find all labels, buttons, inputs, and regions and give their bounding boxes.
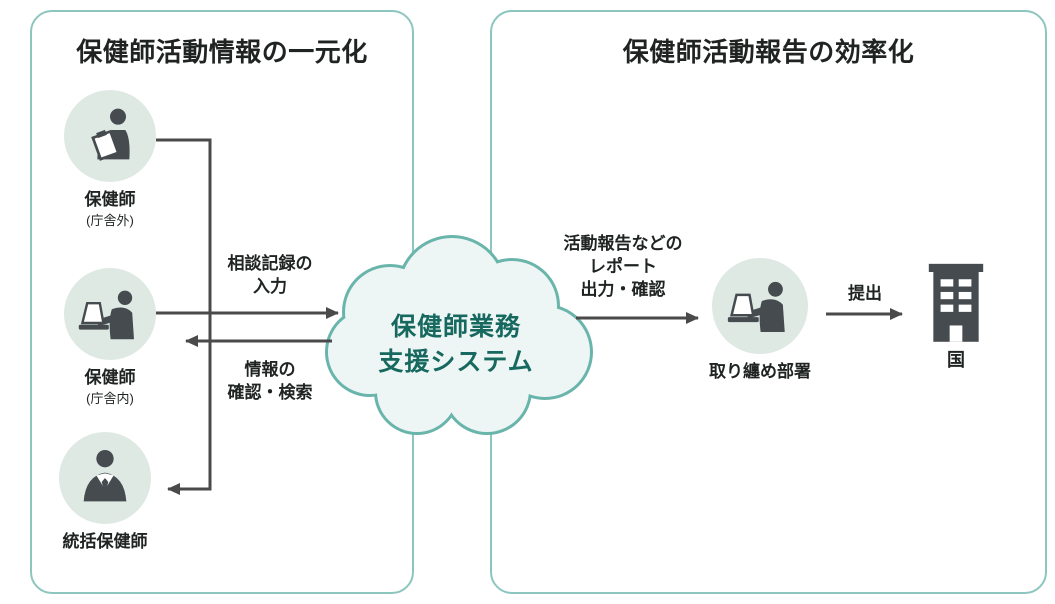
actor-label: 保健師	[84, 190, 136, 209]
supervisor-avatar	[59, 432, 151, 524]
actor-national-government: 国	[922, 260, 990, 372]
actor-sublabel: (庁舎外)	[86, 213, 134, 228]
label-info-confirm-search: 情報の 確認・検索	[227, 360, 313, 402]
person-writing-icon	[91, 108, 130, 161]
person-suit-icon	[83, 450, 127, 502]
nurse-inside-avatar	[64, 268, 156, 360]
department-avatar	[712, 258, 808, 354]
actor-nurse-inside: 保健師 (庁舎内)	[58, 268, 162, 407]
actor-supervisor: 統括保健師	[53, 432, 157, 552]
actor-label: 統括保健師	[62, 532, 148, 551]
nurse-outside-avatar	[64, 90, 156, 182]
label-report-output-confirm: 活動報告などの レポート 出力・確認	[563, 234, 683, 299]
person-laptop-icon	[727, 281, 785, 332]
cloud-shape	[325, 235, 593, 435]
government-label: 国	[947, 350, 965, 370]
right-panel-title: 保健師活動報告の効率化	[622, 37, 915, 67]
label-consult-record-input: 相談記録の 入力	[227, 254, 313, 296]
actor-label: 取り纏め部署	[709, 362, 811, 381]
person-laptop-icon	[78, 290, 134, 340]
actor-coordinating-department: 取り纏め部署	[700, 258, 820, 382]
left-panel-title: 保健師活動情報の一元化	[76, 37, 368, 67]
actor-nurse-outside: 保健師 (庁舎外)	[58, 90, 162, 229]
label-submit: 提出	[848, 284, 882, 303]
actor-sublabel: (庁舎内)	[86, 391, 134, 406]
government-building-icon	[928, 263, 984, 342]
cloud-system-label: 保健師業務 支援システム	[378, 313, 534, 376]
actor-label: 保健師	[84, 368, 136, 387]
